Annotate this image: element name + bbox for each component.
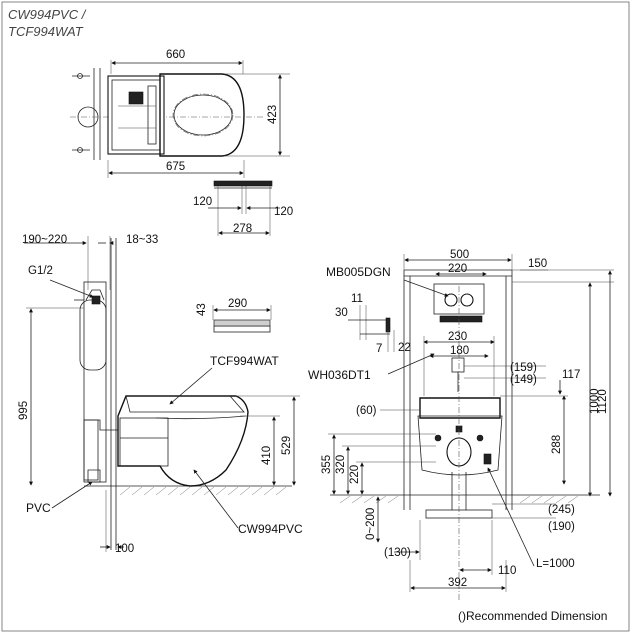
- dim-423: 423: [267, 105, 279, 124]
- dim-149: (149): [510, 374, 537, 386]
- title-line-2: TCF994WAT: [8, 24, 84, 39]
- dim-675: 675: [166, 161, 185, 173]
- dim-190-220: 190~220: [22, 234, 67, 246]
- dim-288: 288: [551, 435, 563, 454]
- dim-30: 30: [335, 307, 348, 319]
- dim-220-vertical: 220: [349, 465, 361, 484]
- dim-245: (245): [548, 504, 575, 516]
- label-cw994pvc: CW994PVC: [238, 522, 303, 536]
- dim-120-left: 120: [193, 196, 212, 208]
- dim-500: 500: [450, 249, 469, 261]
- dim-355: 355: [321, 455, 333, 474]
- dim-120-right: 120: [274, 206, 293, 218]
- side-view: 190~220 18~33 G1/2 995: [18, 234, 303, 555]
- dim-190: (190): [548, 521, 575, 533]
- dim-130: (130): [384, 547, 411, 559]
- label-pvc: PVC: [26, 501, 51, 515]
- footer-note: ()Recommended Dimension: [458, 609, 607, 623]
- dim-1000: 1000: [589, 388, 601, 414]
- dim-43: 43: [196, 303, 208, 316]
- dim-159: (159): [510, 362, 537, 374]
- dim-22: 22: [398, 342, 411, 354]
- dim-60: (60): [356, 405, 377, 417]
- title-line-1: CW994PVC /: [8, 7, 87, 22]
- dim-150: 150: [528, 258, 547, 270]
- dim-117: 117: [562, 369, 580, 381]
- dim-100: 100: [115, 543, 134, 555]
- dim-529: 529: [281, 436, 293, 455]
- dim-0-200: 0~200: [365, 508, 377, 540]
- dim-220: 220: [448, 263, 467, 275]
- dim-11: 11: [351, 293, 363, 305]
- top-view: 660 423 675: [70, 49, 290, 178]
- label-tcf994wat: TCF994WAT: [210, 354, 279, 368]
- dim-1120: 1120: [597, 389, 609, 414]
- dim-660: 660: [166, 49, 185, 61]
- dim-180: 180: [450, 345, 469, 357]
- button-panel-view: 120 120 278: [193, 180, 293, 236]
- dim-18-33: 18~33: [126, 234, 158, 246]
- dim-290: 290: [228, 298, 247, 310]
- dim-278: 278: [233, 223, 252, 235]
- label-mb005dgn: MB005DGN: [326, 265, 391, 279]
- label-wh036dt1: WH036DT1: [308, 368, 371, 382]
- dim-410: 410: [261, 446, 273, 465]
- dim-320: 320: [335, 455, 347, 474]
- dim-230: 230: [448, 331, 467, 343]
- dim-7: 7: [376, 343, 382, 355]
- label-g12: G1/2: [28, 265, 53, 277]
- dim-110: 110: [498, 565, 516, 577]
- dim-995: 995: [18, 401, 30, 420]
- label-l1000: L=1000: [536, 558, 575, 570]
- dim-392: 392: [448, 577, 467, 589]
- front-view: 500 220 150 MB005DGN 11 30 7 22 230 180 …: [308, 249, 614, 600]
